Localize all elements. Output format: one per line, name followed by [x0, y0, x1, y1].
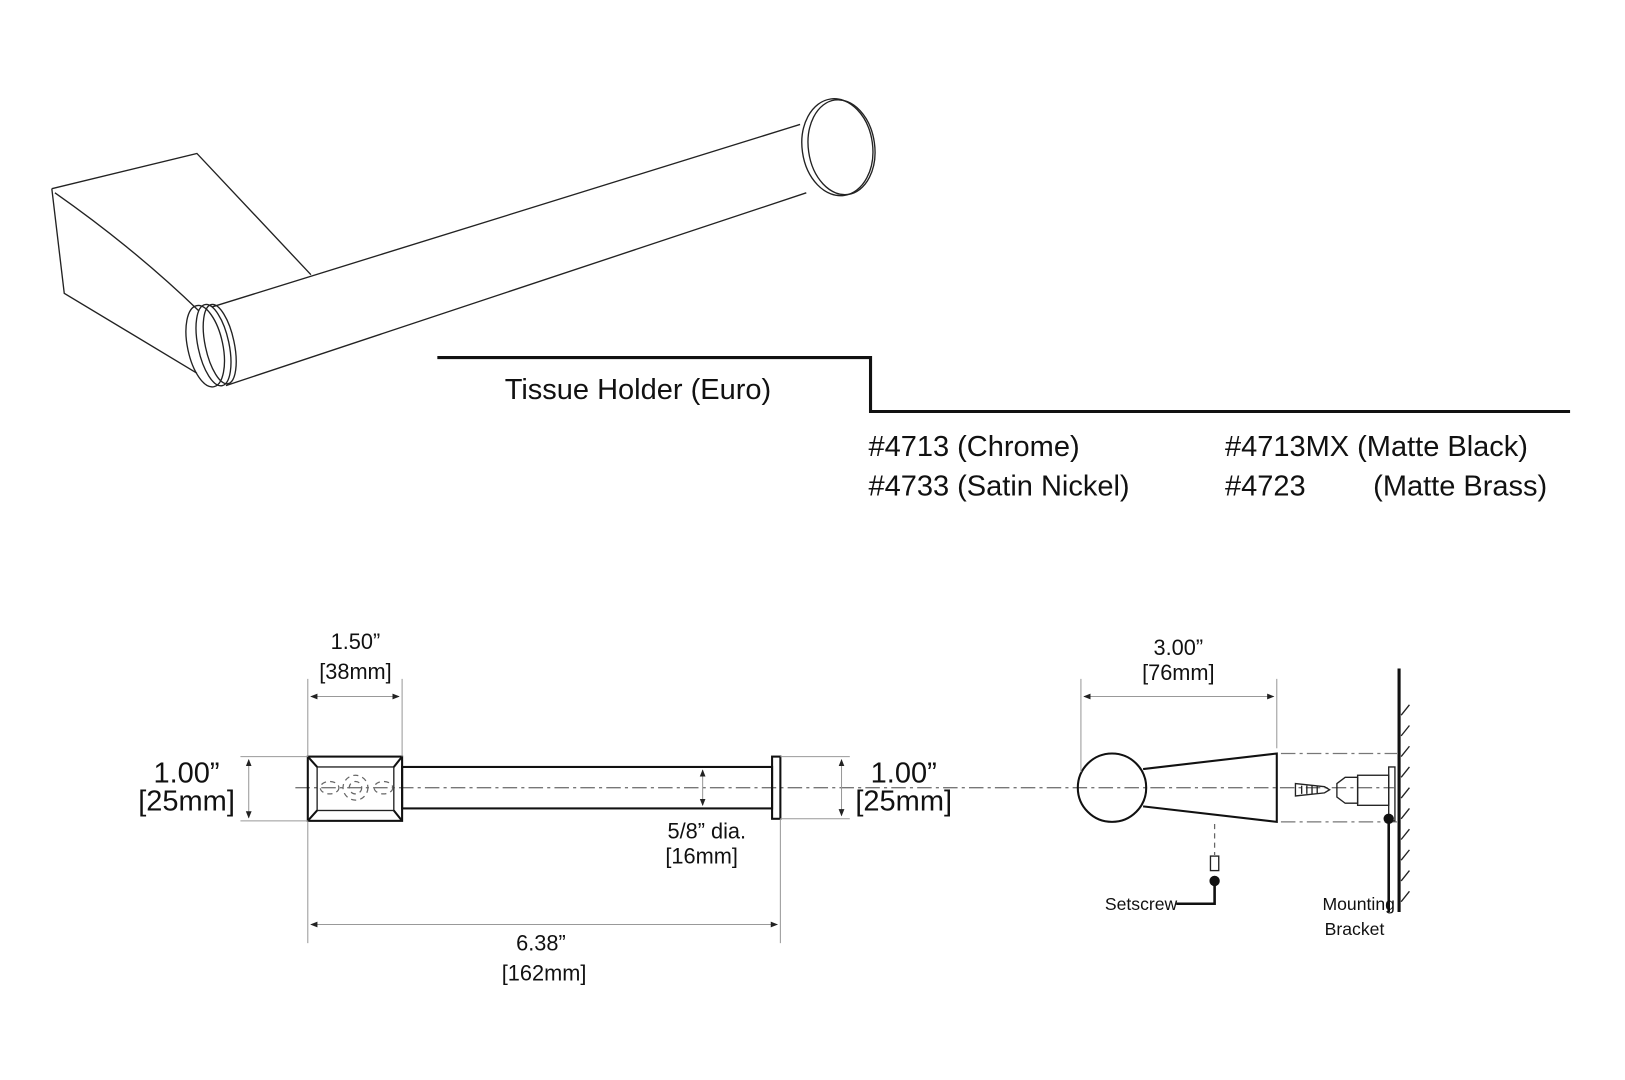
front-view [240, 678, 1394, 944]
variant-matte-brass-finish: (Matte Brass) [1373, 470, 1547, 502]
rod-diameter-in: 5/8” dia. [667, 818, 746, 843]
flange-height-in: 1.00” [871, 758, 937, 790]
projection-in: 3.00” [1154, 635, 1204, 660]
overall-length-mm: [162mm] [502, 960, 587, 985]
base-width-mm: [38mm] [319, 659, 392, 684]
setscrew-label: Setscrew [1105, 894, 1178, 914]
variant-chrome: #4713 (Chrome) [868, 431, 1079, 463]
base-width-in: 1.50” [331, 629, 381, 654]
variant-matte-black: #4713MX (Matte Black) [1225, 431, 1528, 463]
variant-matte-brass-sku: #4723 [1225, 470, 1306, 502]
projection-mm: [76mm] [1142, 660, 1215, 685]
mounting-bracket-label-1: Mounting [1322, 894, 1394, 914]
product-title: Tissue Holder (Euro) [505, 374, 771, 406]
flange-height-mm: [25mm] [855, 785, 952, 817]
isometric-view [51, 98, 876, 388]
title-rule [437, 356, 1571, 414]
base-height-in: 1.00” [153, 758, 219, 790]
mounting-bracket-label-2: Bracket [1325, 919, 1385, 939]
variant-satin-nickel: #4733 (Satin Nickel) [868, 470, 1129, 502]
base-height-mm: [25mm] [138, 785, 235, 817]
overall-length-in: 6.38” [516, 930, 566, 955]
side-view [1076, 668, 1410, 913]
rod-diameter-mm: [16mm] [665, 843, 738, 868]
